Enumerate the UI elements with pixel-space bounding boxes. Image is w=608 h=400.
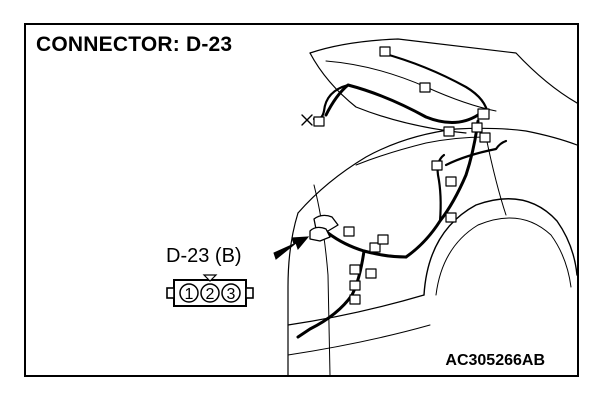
- car-body-side: [287, 212, 299, 375]
- diagram-title: CONNECTOR: D-23: [36, 33, 233, 56]
- car-roof-edge: [309, 52, 467, 134]
- connector-arrow: [273, 236, 310, 260]
- car-inner-panel: [355, 136, 487, 166]
- connector-pin-face: 1 2 3: [166, 274, 254, 307]
- harness-lower: [326, 231, 408, 259]
- harness-side-drop: [436, 153, 446, 223]
- figure-code: AC305266AB: [445, 352, 545, 369]
- target-connector-cluster: [309, 214, 339, 242]
- connector-pin-2: [200, 283, 220, 303]
- harness-connectors: [313, 46, 491, 305]
- harness-down-run: [404, 119, 480, 259]
- connector-pin-2-label: 2: [206, 286, 215, 303]
- connector-pin-3-label: 3: [227, 286, 236, 303]
- car-lower-edge: [287, 324, 431, 356]
- vehicle-wiring-illustration: 1 2 3: [166, 38, 577, 375]
- harness-tail-run: [444, 139, 508, 167]
- connector-pin-3: [221, 283, 241, 303]
- wheel-arch-inner: [435, 217, 572, 296]
- car-sill: [287, 294, 425, 326]
- connector-pin-1-label: 1: [185, 286, 194, 303]
- car-door-line: [313, 184, 331, 375]
- harness-main: [324, 83, 490, 124]
- car-body-outline: [309, 38, 577, 104]
- connector-label: D-23 (B): [166, 245, 242, 267]
- wheel-arch: [423, 198, 577, 296]
- ground-marker: [301, 114, 313, 126]
- diagram-frame: CONNECTOR: D-23: [24, 23, 579, 377]
- harness-roof-run: [380, 51, 490, 117]
- connector-pin-1: [179, 283, 199, 303]
- car-trunk-edge: [485, 136, 507, 216]
- harness-floor: [296, 249, 366, 339]
